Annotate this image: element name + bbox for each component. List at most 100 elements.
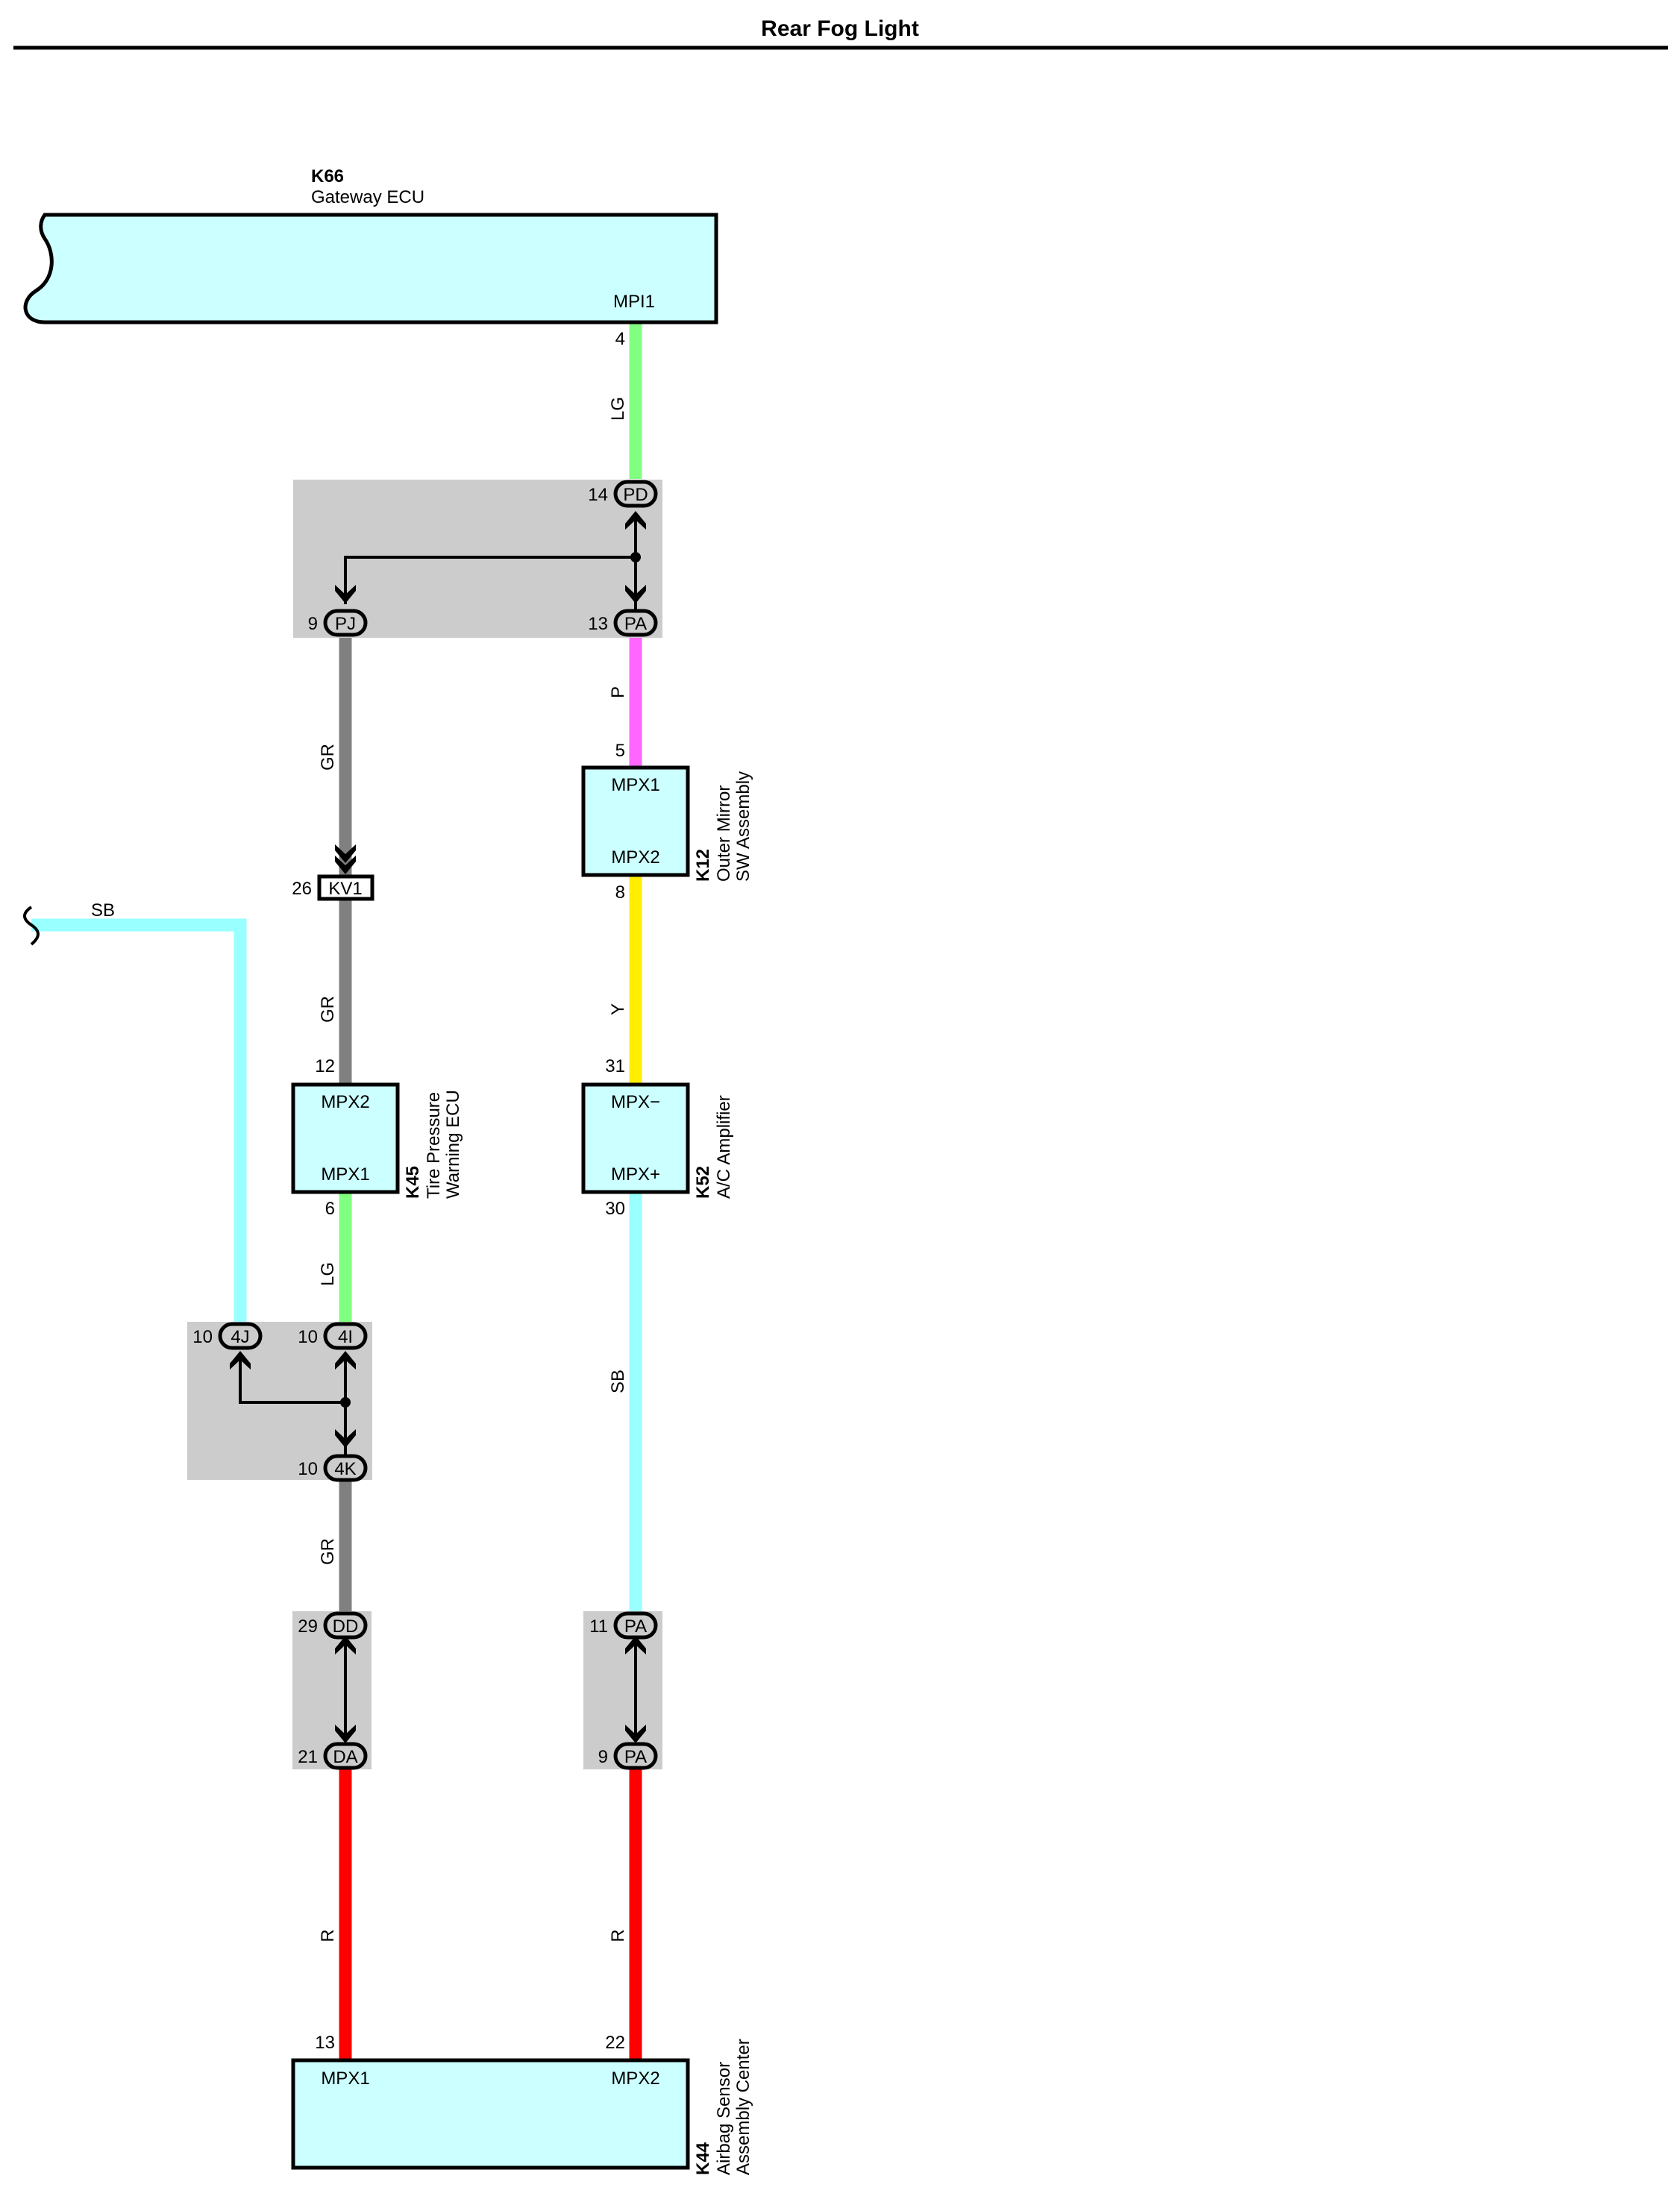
connector-4k-name: 4K (334, 1459, 356, 1479)
connector-da-shape (323, 1742, 368, 1770)
connector-kv1-name: KV1 (328, 879, 362, 899)
wire-label-sb-left: SB (91, 900, 115, 920)
wire-label-sb-mid: SB (608, 1370, 628, 1393)
connector-pa-low-shape (613, 1742, 658, 1770)
component-k45-tire-pressure-ecu (291, 1082, 400, 1194)
chevron-down-4k (335, 1429, 356, 1448)
connector-pa-mid: PA 11 (589, 1611, 658, 1640)
connector-kv1-shape (317, 874, 374, 901)
connector-pa-top: PA 13 (588, 609, 658, 637)
k12-name-line1: Outer Mirror (714, 785, 734, 882)
k44-id: K44 (693, 2142, 713, 2175)
chevron-down-pj (335, 585, 356, 603)
connector-pa-top-shape (613, 609, 658, 637)
wire-label-r-left: R (318, 1929, 338, 1942)
chevron-down-pa (625, 585, 646, 603)
wire-labels: LG P GR GR Y LG SB GR R R SB (91, 397, 628, 1942)
wire-label-gr-1: GR (318, 744, 338, 771)
k12-name-line2: SW Assembly (733, 771, 753, 882)
connector-pj-name: PJ (335, 614, 356, 634)
chevron-up-dd (335, 1636, 356, 1654)
k12-bottom-terminal: MPX2 (611, 847, 659, 868)
connector-kv1-pin: 26 (292, 879, 312, 899)
pin-k52-top: 31 (605, 1056, 625, 1076)
page-title: Rear Fog Light (761, 16, 919, 41)
pin-k44-right: 22 (605, 2033, 625, 2053)
junction-internals (239, 516, 637, 1738)
connector-pd-name: PD (623, 485, 648, 505)
pin-k12-top: 5 (615, 741, 625, 761)
component-k66-gateway-ecu (23, 213, 718, 324)
connector-dd-pin: 29 (298, 1616, 318, 1637)
connector-pd-shape (613, 480, 658, 508)
k45-label-group: K45 Tire Pressure Warning ECU (403, 1090, 463, 1199)
junction-line-to-pj (344, 556, 636, 604)
connector-pj-pin: 9 (308, 614, 318, 634)
k66-terminal: MPI1 (613, 292, 655, 312)
component-k52-ac-amplifier (581, 1082, 690, 1194)
k44-name-line1: Airbag Sensor (714, 2062, 734, 2175)
k52-name: A/C Amplifier (714, 1095, 734, 1199)
k66-name: Gateway ECU (311, 187, 424, 207)
k44-name-line2: Assembly Center (733, 2039, 753, 2175)
connector-da-pin: 21 (298, 1747, 318, 1767)
pin-k66-mpi1: 4 (615, 329, 625, 349)
k45-top-terminal: MPX2 (321, 1092, 369, 1112)
connector-pa-mid-shape (613, 1611, 658, 1640)
pin-k45-bottom: 6 (325, 1199, 335, 1219)
pin-k45-top: 12 (315, 1056, 335, 1076)
pin-k12-bottom: 8 (615, 882, 625, 903)
k12-id: K12 (693, 849, 713, 882)
junction-line-to-4j (239, 1356, 345, 1404)
connector-dd-name: DD (333, 1616, 359, 1637)
k66-id: K66 (311, 166, 344, 186)
k12-label-group: K12 Outer Mirror SW Assembly (693, 771, 753, 882)
pin-k44-left: 13 (315, 2033, 335, 2053)
chevron-down-kv1-b (335, 856, 356, 874)
chevron-up-4i (335, 1351, 356, 1370)
connector-pa-top-name: PA (624, 614, 647, 634)
wire-sb-left (31, 918, 247, 1322)
pin-k52-bottom: 30 (605, 1199, 625, 1219)
k44-right-terminal: MPX2 (611, 2068, 659, 2089)
connector-4j-name: 4J (231, 1327, 249, 1347)
connector-pd: PD 14 (588, 480, 658, 508)
connector-pa-low: PA 9 (598, 1742, 658, 1770)
connector-pj-shape (323, 609, 368, 637)
component-k44-airbag-sensor (291, 2058, 690, 2170)
k52-top-terminal: MPX− (611, 1092, 660, 1112)
k45-bottom-terminal: MPX1 (321, 1164, 369, 1185)
connector-pj: PJ 9 (308, 609, 368, 637)
connector-dd: DD 29 (298, 1611, 368, 1640)
connector-pa-low-name: PA (624, 1747, 647, 1767)
connector-pa-low-pin: 9 (598, 1747, 608, 1767)
connector-pa-mid-pin: 11 (589, 1616, 608, 1637)
connector-pa-top-pin: 13 (588, 614, 608, 634)
chevron-up-pd (625, 511, 646, 530)
chevron-up-pa-mid (625, 1636, 646, 1654)
k12-top-terminal: MPX1 (611, 775, 659, 795)
k45-id: K45 (403, 1166, 423, 1199)
connector-kv1: KV1 26 (292, 874, 374, 901)
chevrons (230, 511, 646, 1743)
wire-label-gr-3: GR (318, 1538, 338, 1565)
wire-label-y: Y (608, 1003, 628, 1015)
wire-label-lg-mid: LG (318, 1262, 338, 1286)
wires (31, 322, 642, 2060)
chevron-down-kv1-a (335, 844, 356, 863)
k52-id: K52 (693, 1166, 713, 1199)
connector-4i-name: 4I (338, 1327, 353, 1347)
component-k12-outer-mirror-sw (581, 765, 690, 877)
connector-dd-shape (323, 1611, 368, 1640)
connector-4k: 4K 10 (298, 1454, 368, 1482)
connector-4j-shape (218, 1322, 263, 1350)
chevron-up-4j (230, 1351, 251, 1370)
k45-name-line2: Warning ECU (443, 1090, 463, 1199)
connector-4k-shape (323, 1454, 368, 1482)
k52-bottom-terminal: MPX+ (611, 1164, 660, 1185)
k52-label-group: K52 A/C Amplifier (693, 1095, 734, 1199)
connector-pd-pin: 14 (588, 485, 608, 505)
wire-break-symbol (23, 906, 40, 946)
connector-4i-shape (323, 1322, 368, 1350)
